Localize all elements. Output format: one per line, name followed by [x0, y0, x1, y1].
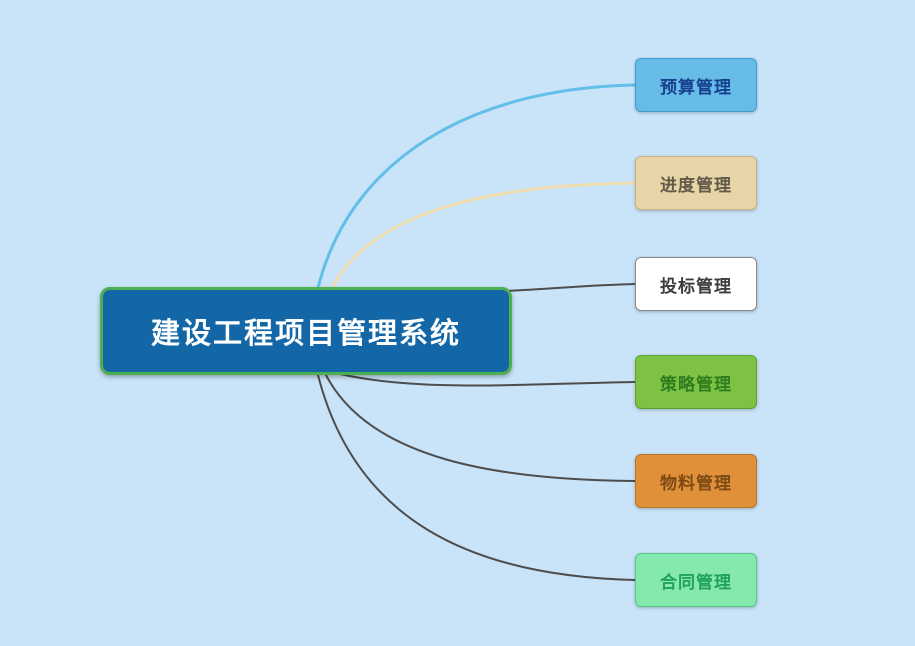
branch-label: 预算管理: [660, 77, 732, 98]
branch-label: 进度管理: [660, 175, 732, 196]
edge-materials: [325, 374, 636, 482]
branch-label: 物料管理: [660, 473, 732, 494]
branch-node-strategy[interactable]: 策略管理: [635, 355, 757, 409]
branch-node-budget[interactable]: 预算管理: [635, 58, 757, 112]
branch-node-contract[interactable]: 合同管理: [635, 553, 757, 607]
branch-label: 投标管理: [660, 276, 732, 297]
branch-node-schedule[interactable]: 进度管理: [635, 156, 757, 210]
edge-strategy: [339, 373, 636, 387]
branch-label: 合同管理: [660, 572, 732, 593]
edge-schedule: [330, 181, 637, 290]
root-label: 建设工程项目管理系统: [150, 316, 461, 350]
root-node[interactable]: 建设工程项目管理系统: [100, 287, 512, 375]
edge-contract: [317, 374, 636, 581]
branch-node-bidding[interactable]: 投标管理: [635, 257, 757, 311]
branch-node-materials[interactable]: 物料管理: [635, 454, 757, 508]
edge-bidding: [504, 283, 636, 292]
branch-label: 策略管理: [660, 374, 732, 395]
edge-budget: [316, 83, 637, 290]
